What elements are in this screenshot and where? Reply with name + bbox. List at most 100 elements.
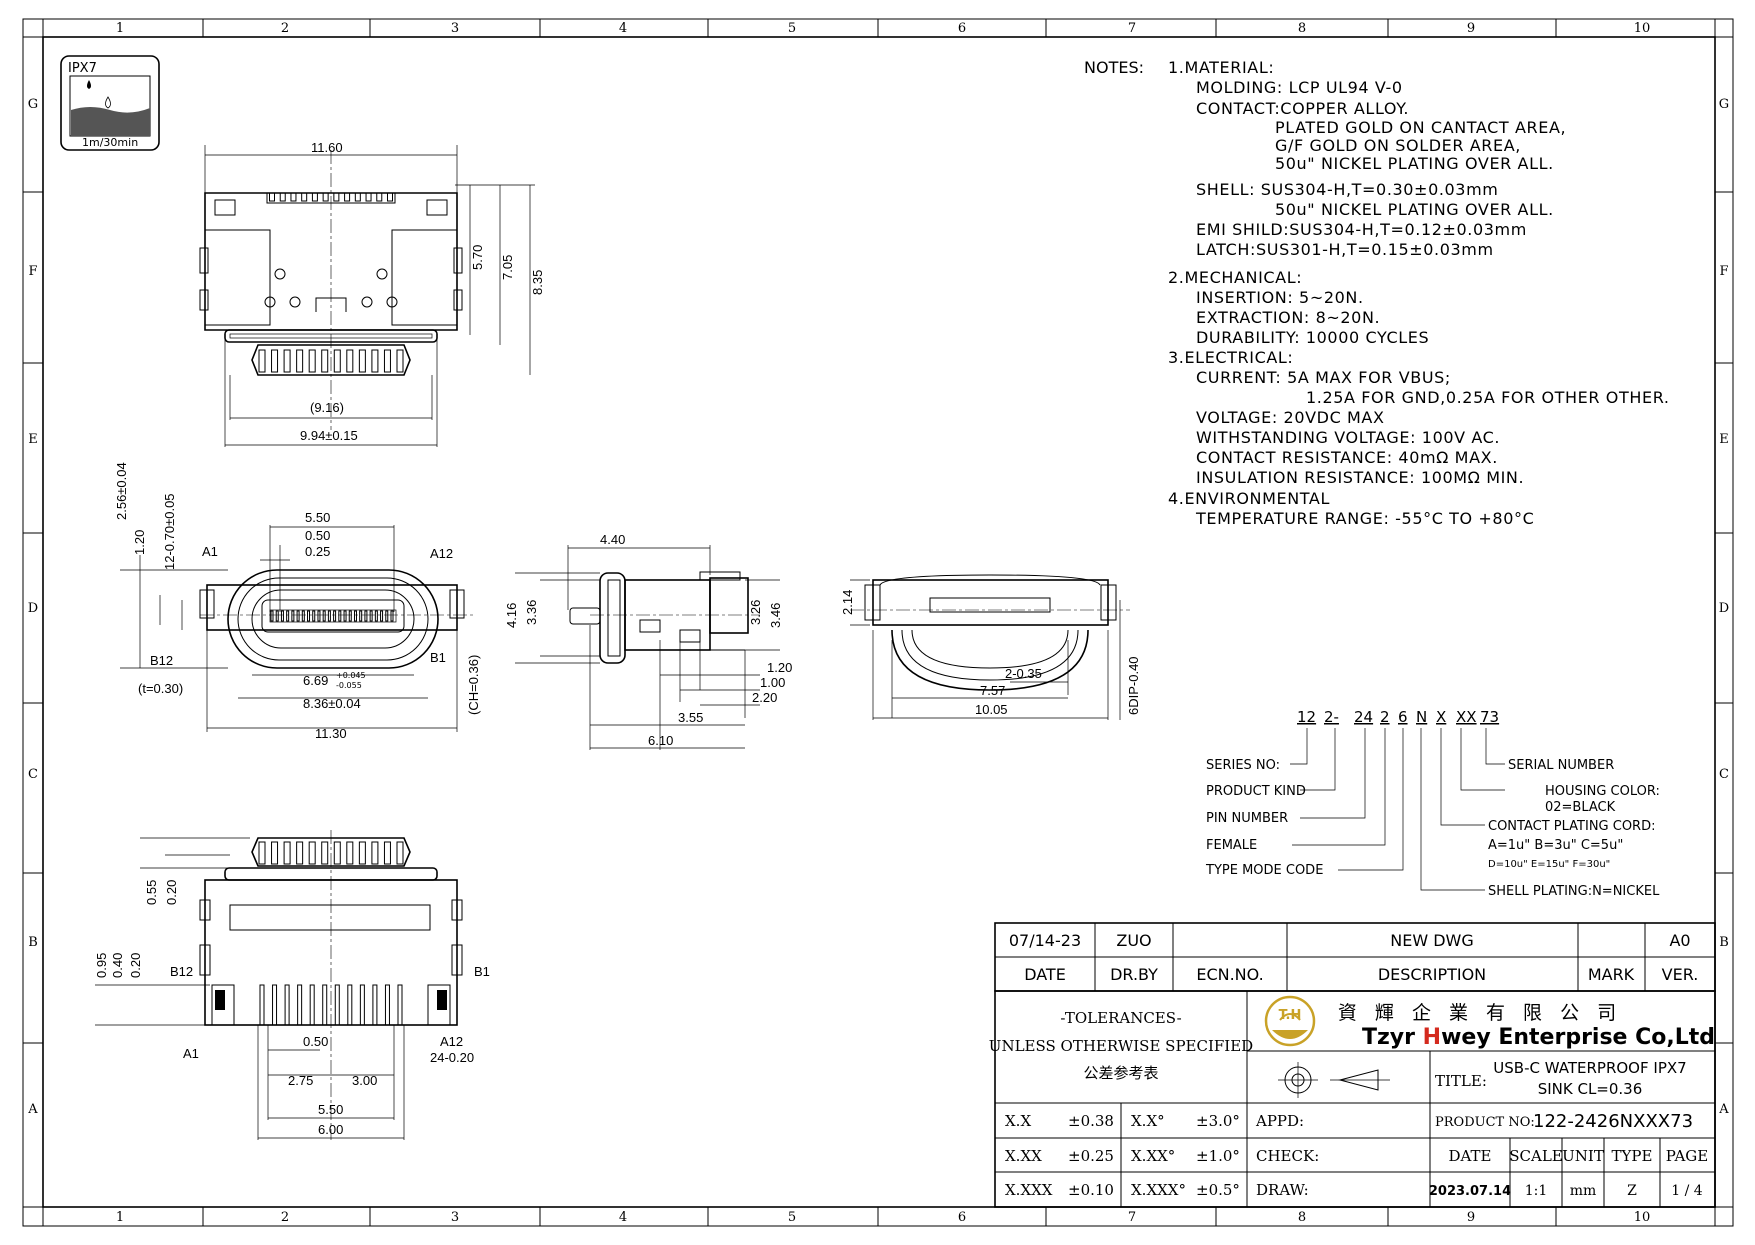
contact-tooth [269, 192, 275, 202]
contact-pin [358, 841, 366, 865]
code-label-series: SERIES NO: [1206, 758, 1280, 773]
dim-side-4-40: 4.40 [600, 532, 625, 547]
title-line1: USB-C WATERPROOF IPX7 [1493, 1059, 1686, 1077]
contact-pin [359, 610, 363, 622]
contact-pin [348, 610, 352, 622]
title-block: 07/14-23 ZUO NEW DWG A0 DATE DR.BY ECN.N… [989, 922, 1716, 1208]
product-number: 122-2426NXXX73 [1533, 1111, 1693, 1132]
contact-pin [380, 610, 384, 622]
frame-col-label: 5 [788, 1210, 796, 1225]
tol-v1-r2: ±0.25 [1068, 1147, 1114, 1165]
code-segment: 2 [1380, 708, 1390, 726]
note-line: EXTRACTION: 8~20N. [1196, 308, 1380, 327]
tol-k1-r3: X.XXX [1005, 1181, 1053, 1199]
dim-front-5-50: 5.50 [305, 510, 330, 525]
note-line: CONTACT RESISTANCE: 40mΩ MAX. [1196, 448, 1498, 467]
title-label: TITLE: [1435, 1072, 1487, 1090]
dim-bottom-6-00: 6.00 [318, 1122, 343, 1137]
note-line: INSERTION: 5~20N. [1196, 288, 1364, 307]
dim-rear-10-05: 10.05 [975, 702, 1008, 717]
contact-pin [374, 610, 378, 622]
contact-pin [343, 610, 347, 622]
dim-bottom-0-55: 0.55 [144, 880, 159, 905]
rev-description: NEW DWG [1390, 931, 1474, 950]
contact-pin [296, 610, 300, 622]
note-line: 50u" NICKEL PLATING OVER ALL. [1275, 200, 1554, 219]
dim-bottom-pitch: 0.50 [303, 1034, 328, 1049]
note-line: CURRENT: 5A MAX FOR VBUS; [1196, 368, 1451, 387]
contact-pin [338, 610, 342, 622]
frame-col-label: 8 [1298, 21, 1306, 36]
contact-tooth [301, 192, 308, 202]
label-a12: A12 [430, 546, 453, 561]
contact-tooth [387, 192, 393, 202]
title-line2: SINK CL=0.36 [1538, 1080, 1643, 1098]
side-view: 4.40 4.16 3.36 3.26 3.46 1.20 1.00 2.20 … [504, 532, 792, 750]
contact-tooth [279, 192, 286, 202]
note-line: DURABILITY: 10000 CYCLES [1196, 328, 1429, 347]
note-line: EMI SHILD:SUS304-H,T=0.12±0.03mm [1196, 220, 1527, 239]
contact-tooth [376, 192, 383, 202]
hdr-scale: SCALE [1509, 1147, 1563, 1165]
front-view: 5.50 0.50 0.25 2.56±0.04 1.20 12-0.70±0.… [114, 462, 481, 741]
contact-pin [283, 349, 291, 373]
solder-pin [297, 984, 303, 1026]
company-name-en-a: Tzyr [1362, 1025, 1423, 1050]
frame-col-label: 1 [116, 21, 124, 36]
val-scale: 1:1 [1525, 1183, 1548, 1199]
frame-col-label: 5 [788, 21, 796, 36]
code-segment: 12 [1297, 708, 1316, 726]
dim-side-3-55: 3.55 [678, 710, 703, 725]
frame-col-label: 9 [1467, 21, 1475, 36]
dim-rear-dip: 6DIP-0.40 [1126, 656, 1141, 715]
label-bottom-b1: B1 [474, 964, 490, 979]
contact-pin [308, 841, 316, 865]
frame-row-label: G [28, 97, 38, 112]
solder-pin [397, 984, 403, 1026]
tol-k2-r1: X.X° [1131, 1112, 1165, 1130]
frame-row-label: F [1719, 264, 1728, 279]
dim-flange-width: 9.94±0.15 [300, 428, 358, 443]
contact-pin [322, 610, 326, 622]
dim-side-1-00: 1.00 [760, 675, 785, 690]
code-segment: N [1416, 708, 1427, 726]
contact-pin [371, 349, 379, 373]
note-line: 3.ELECTRICAL: [1168, 348, 1293, 367]
code-segment: 24 [1354, 708, 1373, 726]
solder-pin [347, 984, 353, 1026]
note-line: 2.MECHANICAL: [1168, 268, 1302, 287]
solder-pin [384, 984, 390, 1026]
dim-front-1-20: 1.20 [132, 530, 147, 555]
dim-bottom-5-50: 5.50 [318, 1102, 343, 1117]
contact-pin [271, 349, 279, 373]
dim-side-2-20: 2.20 [752, 690, 777, 705]
solder-pin [372, 984, 378, 1026]
tol-subtitle: UNLESS OTHERWISE SPECIFIED [989, 1037, 1253, 1055]
dim-bottom-0-20a: 0.20 [164, 880, 179, 905]
tol-k2-r3: X.XXX° [1131, 1181, 1186, 1199]
label-a1: A1 [202, 544, 218, 559]
frame-row-label: B [28, 935, 38, 950]
frame-row-label: C [1719, 767, 1729, 782]
frame-row-label: D [28, 601, 38, 616]
frame-col-label: 1 [116, 1210, 124, 1225]
tol-v2-r1: ±3.0° [1196, 1112, 1240, 1130]
solder-pin [259, 984, 265, 1026]
dim-bottom-pin-width: 24-0.20 [430, 1050, 474, 1065]
frame-row-label: E [1719, 432, 1729, 447]
label-b1: B1 [430, 650, 446, 665]
dim-front-0-25: 0.25 [305, 544, 330, 559]
hdr-unit: UNIT [1562, 1147, 1604, 1165]
hdr-page: PAGE [1666, 1147, 1708, 1165]
contact-tooth [344, 192, 351, 202]
contact-pin [275, 610, 279, 622]
dim-side-3-36: 3.36 [524, 600, 539, 625]
rev-drby: ZUO [1116, 931, 1151, 950]
rev-hdr-desc: DESCRIPTION [1378, 965, 1486, 984]
water-drop-icon [105, 96, 111, 109]
note-line: WITHSTANDING VOLTAGE: 100V AC. [1196, 428, 1500, 447]
note-line: TEMPERATURE RANGE: -55°C TO +80°C [1195, 509, 1534, 528]
dim-chamfer: (CH=0.36) [466, 655, 481, 715]
tol-k1-r2: X.XX [1005, 1147, 1042, 1165]
contact-pin [333, 841, 341, 865]
